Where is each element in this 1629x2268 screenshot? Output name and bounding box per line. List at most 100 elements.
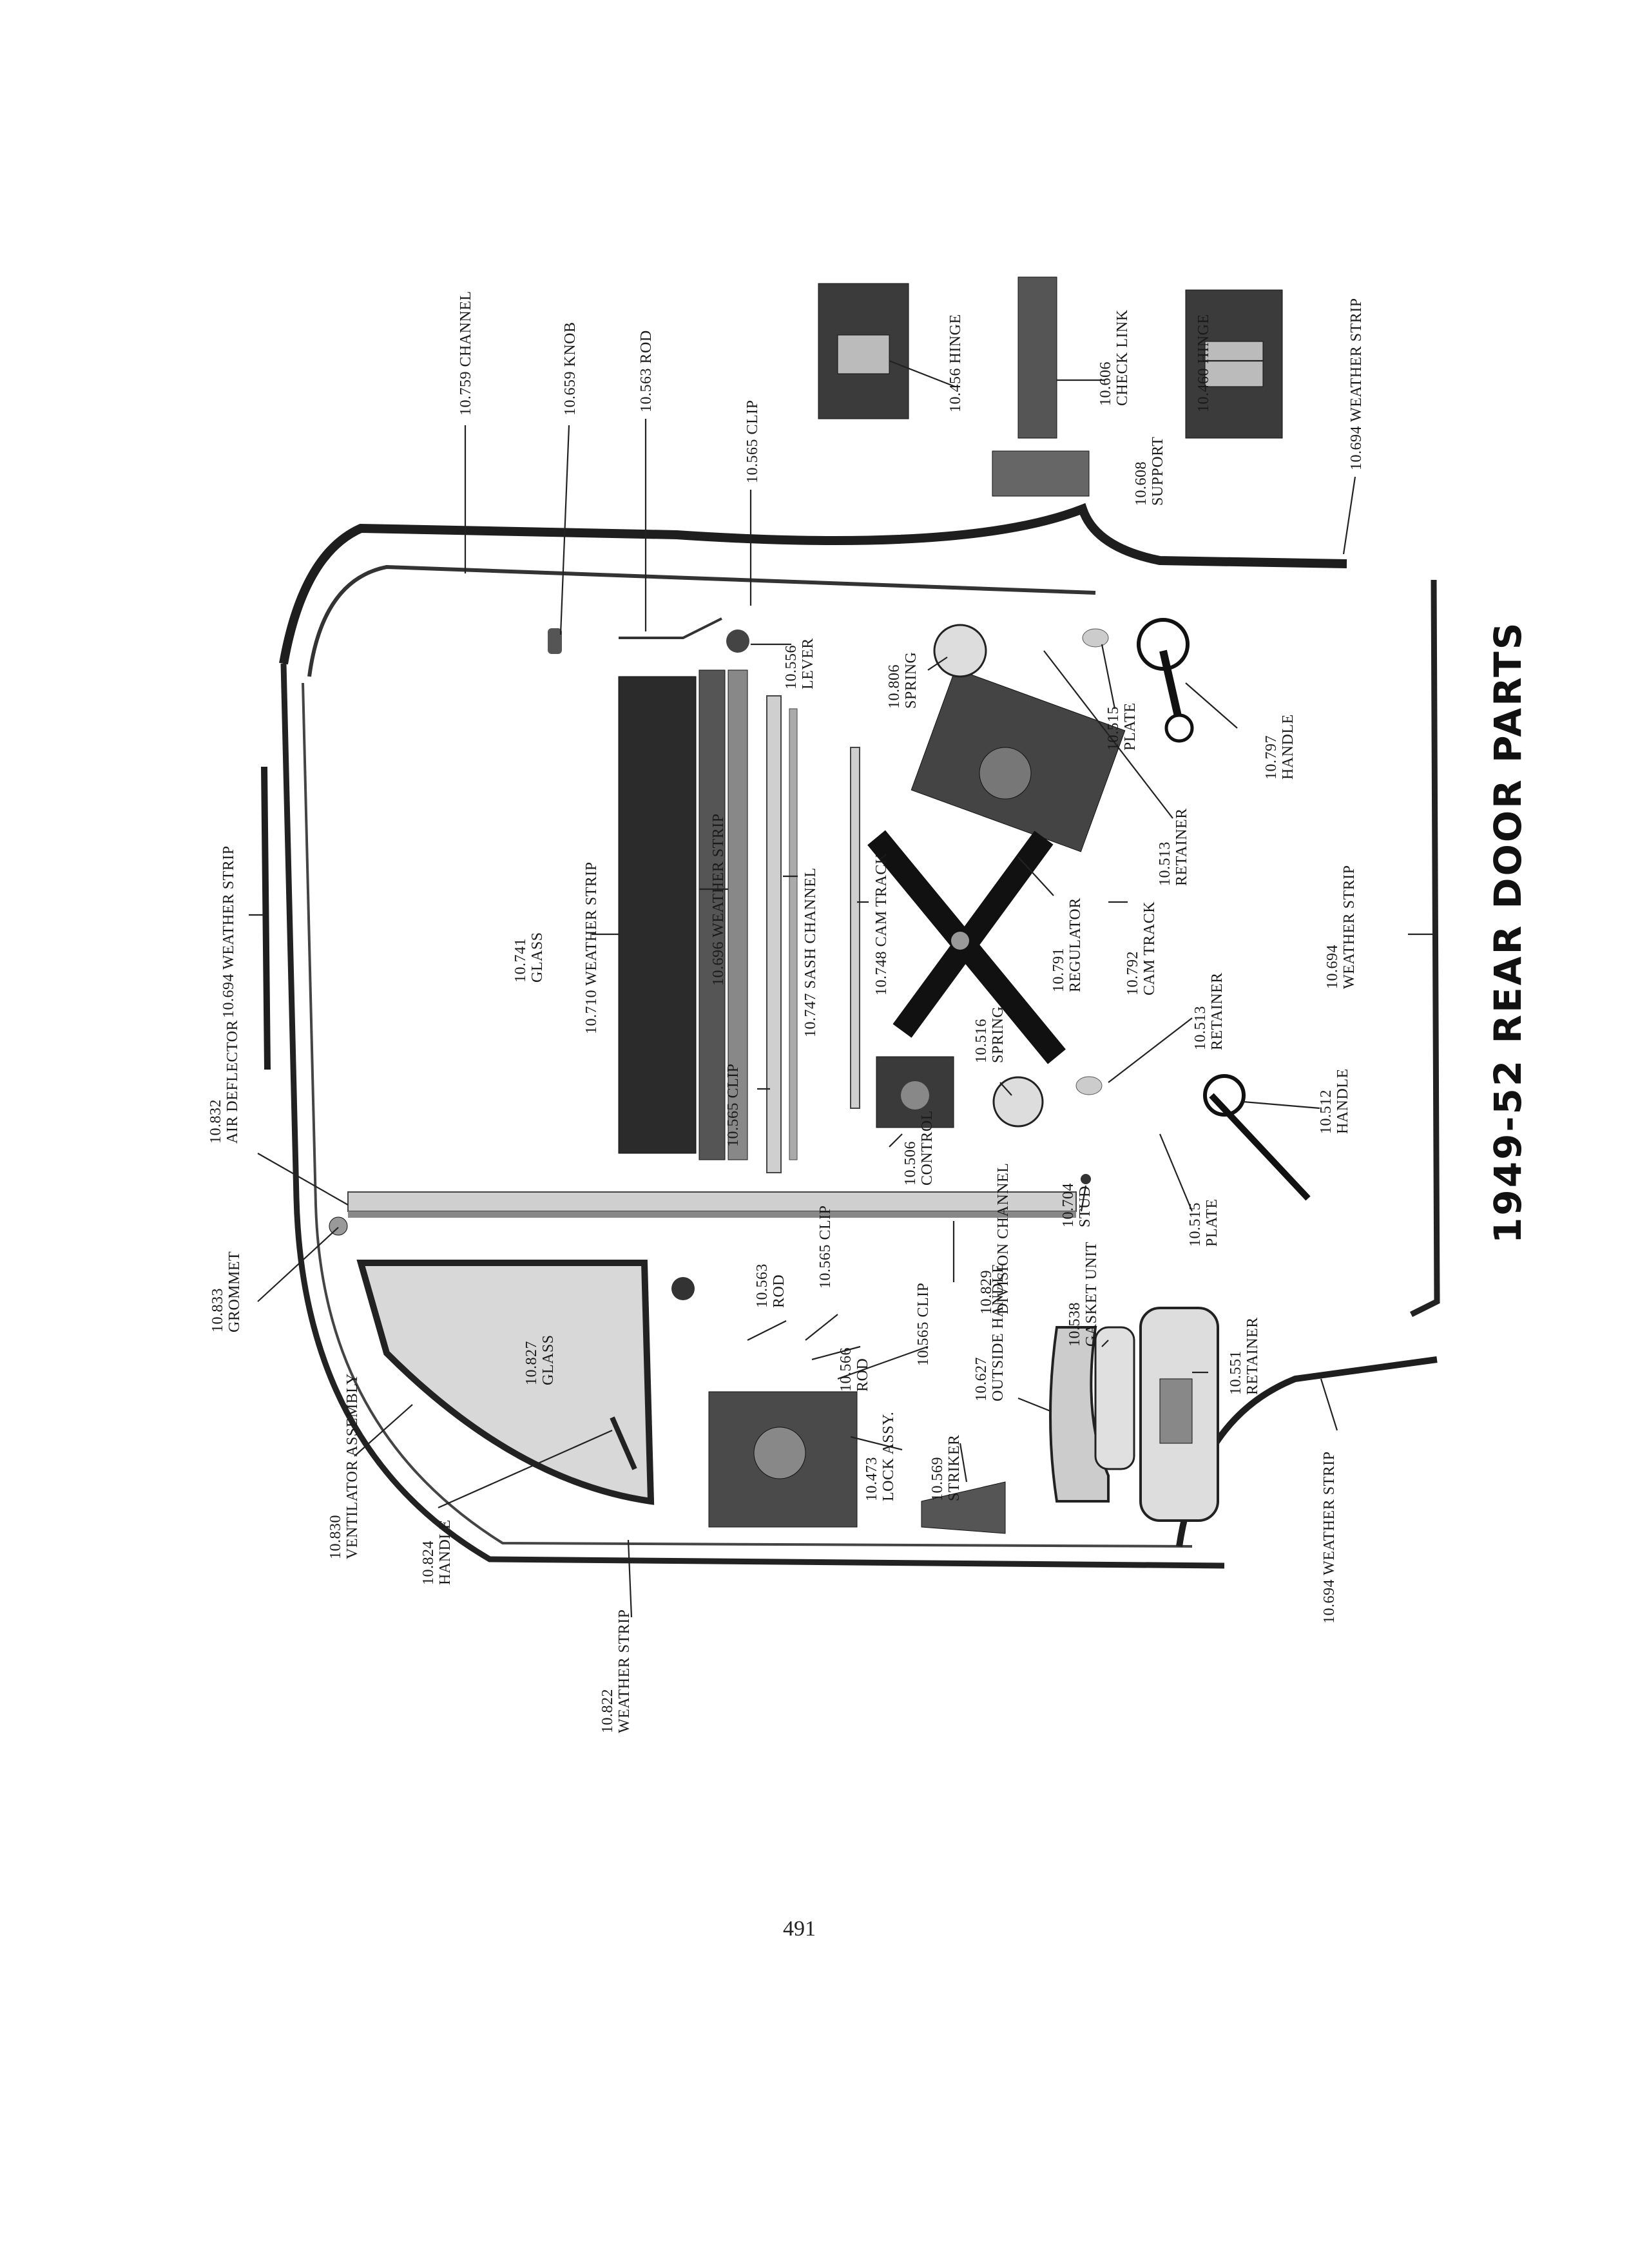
label-10741: 10.741GLASS [512,932,546,983]
channel-strip-art [279,503,1347,665]
support-art [992,450,1090,497]
outer-seal-inner-art [302,682,1193,1548]
svg-text:1949-52 REAR DOOR PARTS: 1949-52 REAR DOOR PARTS [1486,621,1530,1244]
svg-text:10.606CHECK LINK: 10.606CHECK LINK [1097,309,1131,406]
handle-lower-art [1203,1074,1311,1201]
label-10608: 10.608SUPPORT [1133,437,1166,506]
svg-text:10.516SPRING: 10.516SPRING [973,1006,1007,1063]
label-10797: 10.797HANDLE [1263,714,1296,780]
label-10515-top: 10.515PLATE [1105,703,1139,751]
label-10696: 10.696 WEATHER STRIP [710,813,727,986]
spring-top-art [933,624,987,678]
label-10833: 10.833GROMMET [209,1251,243,1332]
svg-text:10.515PLATE: 10.515PLATE [1105,703,1139,751]
sash-channel-art [766,695,782,1173]
label-10791: 10.791REGULATOR [1050,898,1084,992]
svg-text:10.473LOCK ASSY.: 10.473LOCK ASSY. [863,1412,897,1501]
svg-text:10.538GASKET UNIT: 10.538GASKET UNIT [1066,1242,1100,1347]
label-10704: 10.704STUD [1060,1183,1094,1227]
label-10747: 10.747 SASH CHANNEL [802,867,819,1037]
label-10627: 10.627OUTSIDE HANDLE [973,1264,1007,1401]
division-channel-art [347,1191,1077,1212]
svg-text:10.806SPRING: 10.806SPRING [886,652,920,709]
outside-handle-art [1049,1326,1110,1503]
label-10473: 10.473LOCK ASSY. [863,1412,897,1501]
glass-and-channels-artwork [347,669,1077,1505]
svg-text:10.460 HINGE: 10.460 HINGE [1195,314,1212,412]
svg-text:10.830VENTILATOR ASSEMBLY: 10.830VENTILATOR ASSEMBLY [327,1373,361,1559]
label-10565-mid: 10.565 CLIP [725,1063,742,1147]
svg-text:10.822WEATHER STRIP: 10.822WEATHER STRIP [599,1610,633,1734]
svg-text:10.565 CLIP: 10.565 CLIP [915,1282,932,1366]
svg-text:10.696 WEATHER STRIP: 10.696 WEATHER STRIP [710,813,727,986]
svg-text:10.833GROMMET: 10.833GROMMET [209,1251,243,1332]
cam-track-art [850,747,860,1109]
svg-text:10.694 WEATHER STRIP: 10.694 WEATHER STRIP [220,845,237,1018]
svg-text:10.759 CHANNEL: 10.759 CHANNEL [458,291,474,416]
label-10456: 10.456 HINGE [947,314,964,412]
svg-text:10.456 HINGE: 10.456 HINGE [947,314,964,412]
vent-handle-art [610,1416,637,1470]
label-10759: 10.759 CHANNEL [458,291,474,416]
svg-text:10.506CONTROL: 10.506CONTROL [902,1110,936,1186]
svg-text:10.694 WEATHER STRIP: 10.694 WEATHER STRIP [1321,1451,1338,1624]
weather-strip-left-art [261,766,271,1070]
page-number: 491 [783,1917,816,1941]
diagram-title: 1949-52 REAR DOOR PARTS [1486,621,1530,1244]
svg-text:10.512HANDLE: 10.512HANDLE [1318,1068,1351,1134]
rod-art [619,617,722,639]
svg-text:10.563ROD: 10.563ROD [754,1264,787,1308]
label-10748: 10.748 CAM TRACK [873,852,890,995]
svg-text:10.710 WEATHER STRIP: 10.710 WEATHER STRIP [583,861,600,1034]
channel-inner-art [307,564,1096,677]
label-10516: 10.516SPRING [973,1006,1007,1063]
label-10832: 10.832AIR DEFLECTOR [207,1020,241,1144]
svg-text:10.513RETAINER: 10.513RETAINER [1192,972,1226,1050]
check-link-art [1017,276,1057,439]
svg-text:10.627OUTSIDE HANDLE: 10.627OUTSIDE HANDLE [973,1264,1007,1401]
outer-seal-art [280,663,1225,1569]
svg-text:10.659 KNOB: 10.659 KNOB [562,322,579,416]
label-10806: 10.806SPRING [886,652,920,709]
lever-art [726,629,749,653]
label-10538: 10.538GASKET UNIT [1066,1242,1100,1347]
svg-text:10.565 CLIP: 10.565 CLIP [744,399,761,483]
svg-text:10.569STRIKER: 10.569STRIKER [929,1434,963,1501]
svg-text:10.824HANDLE: 10.824HANDLE [420,1519,454,1585]
label-10513-top: 10.513RETAINER [1157,808,1190,886]
handle-top-art [1137,618,1194,743]
label-10565-lower: 10.565 CLIP [817,1205,834,1289]
svg-text:10.565 CLIP: 10.565 CLIP [817,1205,834,1289]
svg-text:10.792CAM TRACK: 10.792CAM TRACK [1124,901,1158,995]
label-10659: 10.659 KNOB [562,322,579,416]
svg-text:10.747 SASH CHANNEL: 10.747 SASH CHANNEL [802,867,819,1037]
part-labels: 10.759 CHANNEL 10.659 KNOB 10.563 ROD 10… [207,291,1365,1733]
svg-text:10.832AIR DEFLECTOR: 10.832AIR DEFLECTOR [207,1020,241,1144]
svg-text:10.827GLASS: 10.827GLASS [523,1334,557,1385]
svg-text:10.748 CAM TRACK: 10.748 CAM TRACK [873,852,890,995]
knob-art [548,628,562,654]
label-10822: 10.822WEATHER STRIP [599,1610,633,1734]
label-10563-lower: 10.563ROD [754,1264,787,1308]
label-10694-top: 10.694 WEATHER STRIP [1348,298,1365,470]
small-parts-artwork [329,276,1311,1534]
svg-text:10.829DIVISION CHANNEL: 10.829DIVISION CHANNEL [978,1163,1012,1314]
label-10829: 10.829DIVISION CHANNEL [978,1163,1012,1314]
label-10824: 10.824HANDLE [420,1519,454,1585]
label-10710: 10.710 WEATHER STRIP [583,861,600,1034]
svg-text:10.566ROD: 10.566ROD [838,1347,871,1392]
label-10694-bottom: 10.694 WEATHER STRIP [1321,1451,1338,1624]
glass-art [618,676,697,1154]
svg-text:10.797HANDLE: 10.797HANDLE [1263,714,1296,780]
label-10513-lower: 10.513RETAINER [1192,972,1226,1050]
svg-text:10.565 CLIP: 10.565 CLIP [725,1063,742,1147]
svg-text:10.741GLASS: 10.741GLASS [512,932,546,983]
label-10569: 10.569STRIKER [929,1434,963,1501]
label-10606: 10.606CHECK LINK [1097,309,1131,406]
svg-text:10.704STUD: 10.704STUD [1060,1183,1094,1227]
svg-text:10.563 ROD: 10.563 ROD [638,330,655,412]
door-frame-artwork [261,503,1440,1569]
svg-text:10.694WEATHER STRIP: 10.694WEATHER STRIP [1324,865,1358,990]
stud-art [1081,1174,1091,1184]
